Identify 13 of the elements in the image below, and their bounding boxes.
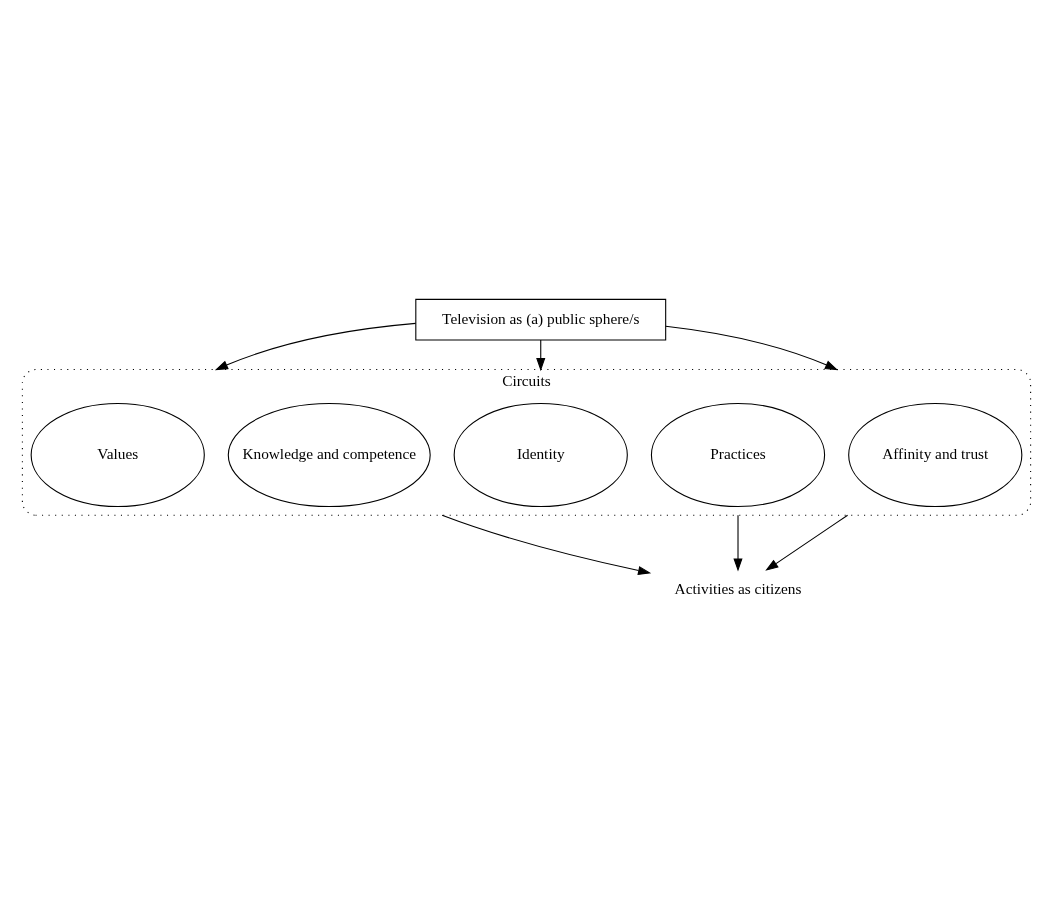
node-box: Television as (a) public sphere/s bbox=[415, 298, 667, 340]
arrow bbox=[665, 325, 839, 370]
arrow bbox=[441, 514, 652, 575]
node-ellipse: Values bbox=[30, 402, 205, 507]
arrow bbox=[536, 339, 546, 371]
node-ellipse: Identity bbox=[453, 402, 628, 507]
node-ellipse: Knowledge and competence bbox=[227, 402, 431, 507]
arrow bbox=[214, 322, 417, 370]
node-text: Activities as citizens bbox=[674, 579, 802, 597]
node-ellipse: Practices bbox=[650, 402, 826, 507]
arrow bbox=[765, 514, 849, 571]
node-ellipse: Affinity and trust bbox=[848, 402, 1023, 507]
arrow bbox=[733, 514, 743, 572]
